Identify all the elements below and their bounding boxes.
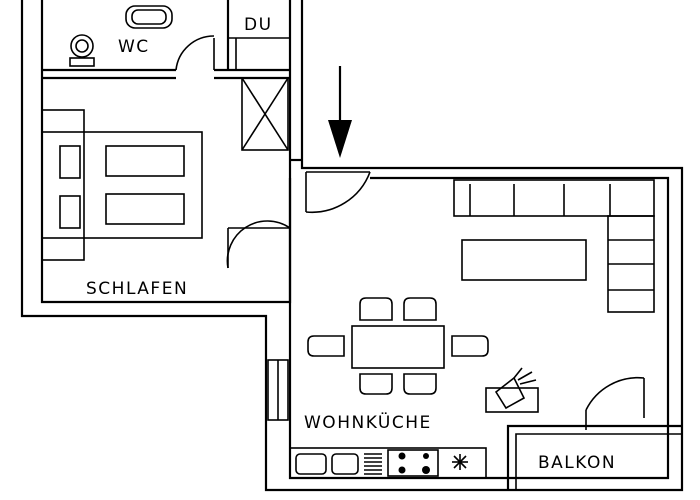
coffee-table: [461, 239, 587, 281]
kitchen-counter: [289, 447, 487, 479]
sink-icon: [125, 5, 173, 29]
entrance-door: [305, 171, 371, 214]
balcony-door: [585, 376, 645, 430]
room-label-balkon: BALKON: [538, 453, 616, 473]
stove-icon: [398, 452, 430, 474]
room-label-wohnkueche: WOHNKÜCHE: [304, 411, 432, 433]
wc-door: [175, 35, 215, 71]
arrow-down-icon: [328, 66, 352, 158]
plant-icon: [485, 367, 539, 413]
balcony: [506, 424, 682, 490]
shaft: [241, 77, 289, 151]
fridge-icon: [452, 454, 468, 470]
bed: [41, 109, 203, 261]
bathroom-walls: [42, 0, 290, 80]
window: [267, 359, 289, 421]
room-label-wc: WC: [118, 37, 150, 57]
room-label-schlafen: SCHLAFEN: [86, 279, 188, 299]
dining-table: [351, 325, 445, 369]
room-label-du: DU: [244, 15, 273, 35]
bedroom-door: [226, 220, 291, 269]
sink-grill: [364, 453, 382, 475]
outer-walls: [20, 0, 684, 492]
sofa: [453, 179, 655, 313]
dining-chairs: [307, 297, 489, 395]
toilet-icon: [69, 34, 95, 67]
